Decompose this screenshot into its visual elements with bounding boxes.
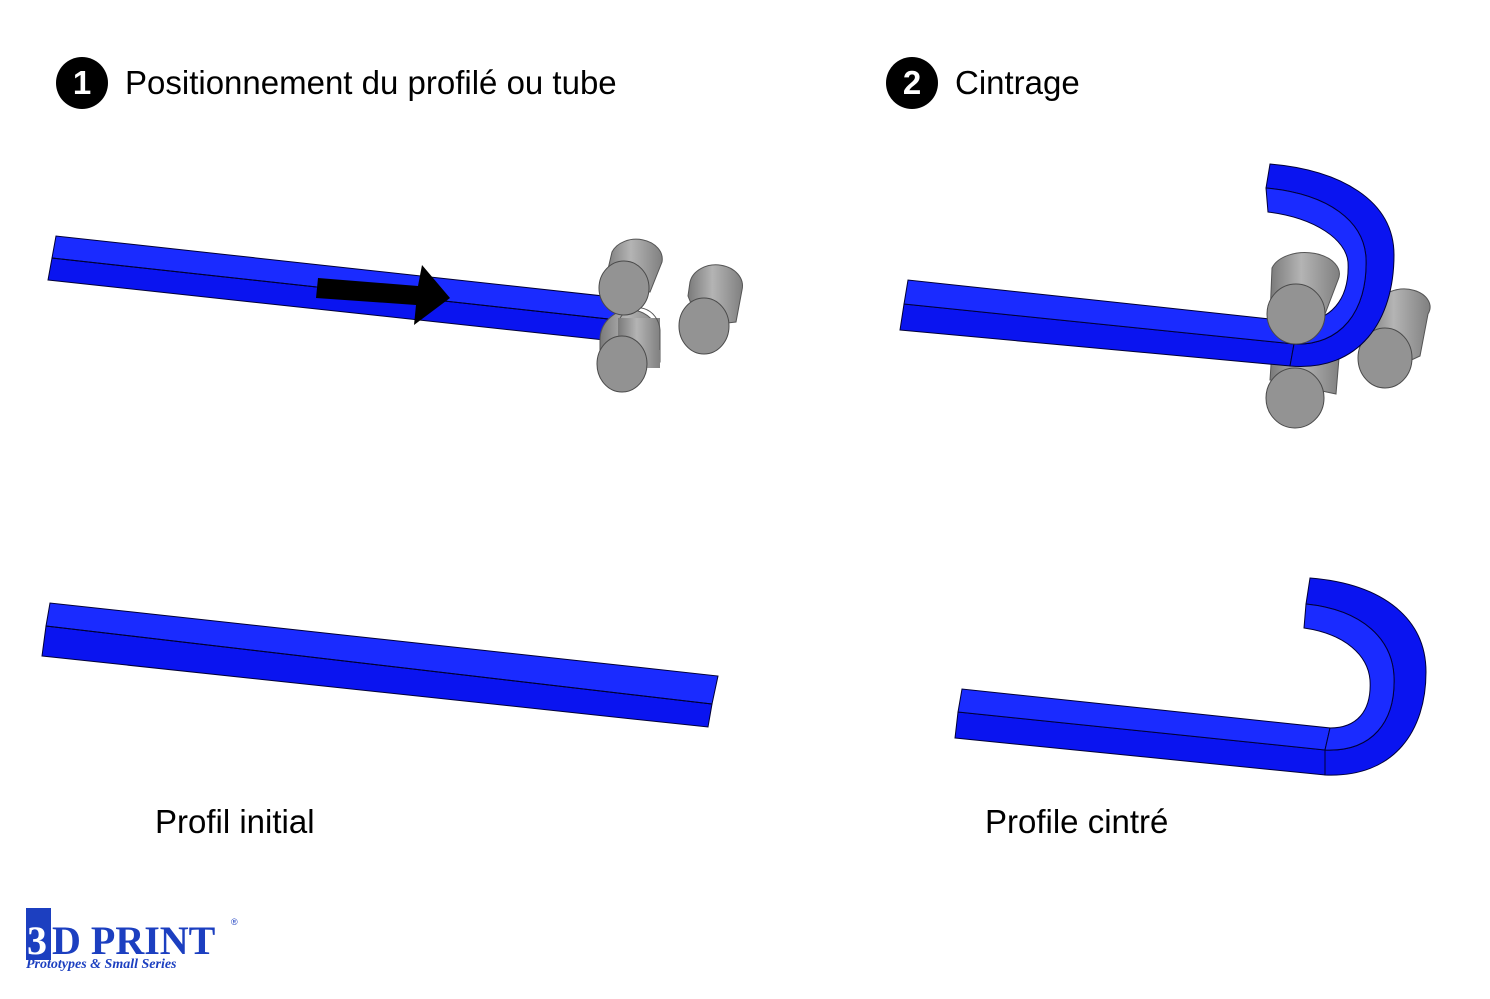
brand-logo: 3 D PRINT ® Prototypes & Small Series bbox=[26, 905, 266, 985]
initial-profile-caption: Profil initial bbox=[155, 803, 315, 840]
step-2-heading: 2 Cintrage bbox=[886, 57, 1080, 109]
logo-wordmark: D PRINT bbox=[52, 918, 216, 963]
roller-upper-left bbox=[598, 238, 663, 316]
feed-arrow-icon bbox=[316, 265, 450, 325]
bent-profile bbox=[954, 577, 1427, 776]
logo-digit: 3 bbox=[27, 918, 47, 963]
step-1-number-badge: 1 bbox=[56, 57, 108, 109]
registered-mark: ® bbox=[231, 917, 238, 927]
logo-mark bbox=[26, 908, 51, 960]
step-2-number-badge: 2 bbox=[886, 57, 938, 109]
logo-tagline: Prototypes & Small Series bbox=[26, 957, 177, 972]
roller-lower-left bbox=[596, 307, 661, 393]
roller-right bbox=[678, 264, 743, 355]
initial-profile bbox=[41, 602, 719, 728]
bent-profile-caption: Profile cintré bbox=[985, 803, 1169, 840]
step2-profile bbox=[899, 163, 1395, 367]
step-2-title: Cintrage bbox=[955, 64, 1080, 101]
roller-top-step2 bbox=[1266, 252, 1340, 345]
step-1-title: Positionnement du profilé ou tube bbox=[125, 64, 617, 101]
step-1-heading: 1 Positionnement du profilé ou tube bbox=[56, 57, 617, 109]
